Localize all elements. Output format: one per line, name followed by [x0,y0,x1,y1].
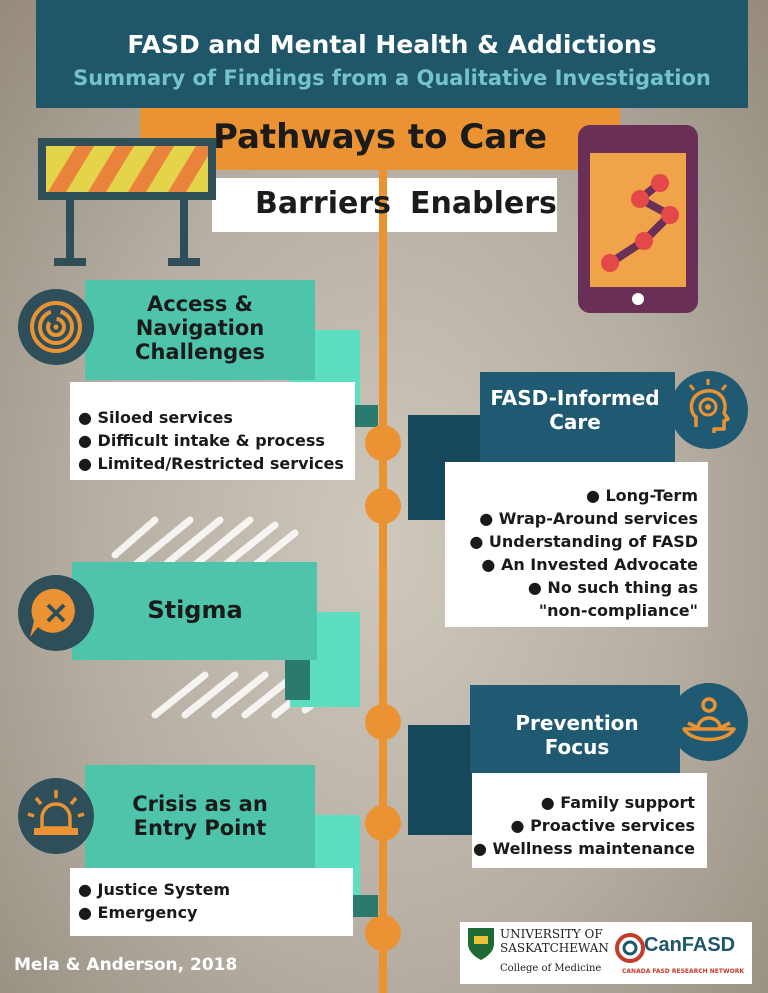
list-item: ● No such thing as [527,578,698,597]
timeline-dot [365,805,401,841]
enablers-label: Enablers [410,186,557,221]
timeline-dot [365,704,401,740]
list-item: ● Proactive services [510,816,695,835]
list-item: ● Emergency [78,903,198,922]
list-item: ● Family support [540,793,695,812]
page-subtitle: Summary of Findings from a Qualitative I… [73,66,711,90]
list-item: ● Justice System [78,880,231,899]
list-item: "non-compliance" [538,601,698,620]
x-speech-bubble-icon [18,575,94,651]
timeline-dot [365,425,401,461]
enabler-box-1: ● Long-Term ● Wrap-Around services ● Und… [445,462,708,627]
enabler-box-2: ● Family support ● Proactive services ● … [472,773,707,868]
phone-path-icon [578,125,698,313]
list-item: ● An Invested Advocate [481,555,698,574]
list-item: ● Difficult intake & process [78,431,325,450]
header-banner [36,0,748,108]
enabler-title-1: FASD-Informed Care [490,386,660,434]
list-item: ● Long-Term [585,486,698,505]
timeline-dot [365,488,401,524]
barricade-icon [38,138,216,266]
credit-text: Mela & Anderson, 2018 [14,955,238,975]
timeline [379,150,387,993]
list-item: ● Limited/Restricted services [78,454,344,473]
canfasd-logo: CanFASD CANADA FASD RESEARCH NETWORK [610,922,752,984]
barriers-label: Barriers [255,186,391,221]
barrier-ribbon-2 [72,562,317,660]
ribbon-fold-2b [285,660,310,700]
list-item: ● Siloed services [78,408,233,427]
barrier-title-3: Crisis as an Entry Point [132,792,268,840]
enabler-ribbon-2 [470,685,680,773]
barrier-ribbon-3 [85,765,315,868]
barrier-box-3: ● Justice System ● Emergency [70,868,353,936]
meditation-icon [670,683,748,761]
head-target-icon [670,371,748,449]
usask-logo: UNIVERSITY OF SASKATCHEWAN College of Me… [460,922,610,984]
list-item: ● Wellness maintenance [472,839,695,858]
list-item: ● Understanding of FASD [469,532,698,551]
barrier-box-1: ● Siloed services ● Difficult intake & p… [70,382,355,480]
siren-icon [18,778,94,854]
enabler-fold-2 [408,725,480,835]
barrier-title-2: Stigma [147,596,243,624]
enabler-ribbon-1 [480,372,675,462]
barrier-title-1: Access & Navigation Challenges [135,292,265,364]
maze-icon [18,289,94,365]
list-item: ● Wrap-Around services [479,509,698,528]
canfasd-swirl-icon [615,933,645,963]
usask-crest-icon [468,928,494,960]
enabler-title-2: Prevention Focus [515,711,639,759]
page-title: FASD and Mental Health & Addictions [127,30,657,59]
barrier-ribbon-1 [85,280,315,380]
timeline-dot [365,915,401,951]
